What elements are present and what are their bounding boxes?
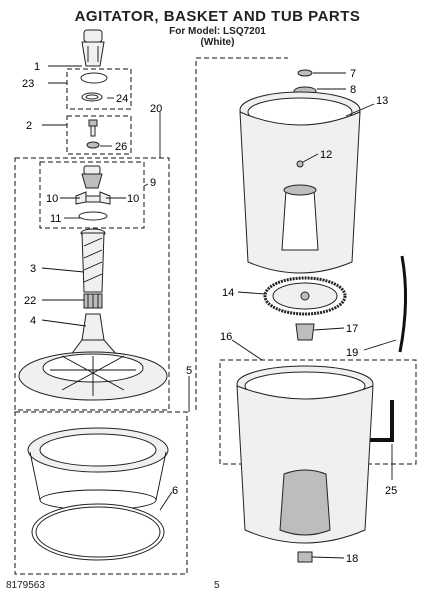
callout-3: 3 (30, 263, 36, 275)
callout-9: 9 (150, 177, 156, 189)
agitator-seal (80, 72, 108, 84)
callout-1: 1 (34, 61, 40, 73)
drain-elbow (370, 400, 394, 442)
callout-10-left: 10 (46, 193, 58, 205)
group-box-2 (66, 115, 132, 155)
agitator-base (18, 313, 168, 401)
callout-2: 2 (26, 120, 32, 132)
callout-16: 16 (220, 331, 232, 343)
tub-nut (297, 551, 313, 563)
group-box-20 (14, 157, 170, 411)
drive-spline (83, 293, 103, 309)
agitator-bolt (88, 119, 98, 137)
balance-ring (27, 427, 169, 511)
group-box-23 (66, 68, 132, 110)
page-title: AGITATOR, BASKET AND TUB PARTS (74, 8, 361, 25)
drive-block (295, 323, 315, 341)
agitator-auger (80, 228, 106, 293)
group-box-5 (14, 411, 188, 575)
agitator-cam-assembly (75, 165, 111, 221)
callout-14: 14 (222, 287, 234, 299)
callout-26: 26 (115, 141, 127, 153)
model-subtitle: For Model: LSQ7201 (169, 26, 266, 37)
callout-24: 24 (116, 93, 128, 105)
agitator-cap (81, 29, 105, 67)
callout-18: 18 (346, 553, 358, 565)
group-box-16 (219, 359, 417, 465)
callout-25: 25 (385, 485, 397, 497)
callout-13: 13 (376, 95, 388, 107)
spin-basket (239, 91, 361, 274)
outer-tub (236, 365, 374, 544)
document-number: 8179563 (6, 580, 45, 591)
color-note: (White) (200, 37, 235, 48)
callout-23: 23 (22, 78, 34, 90)
callout-12: 12 (320, 149, 332, 161)
group-box-9 (39, 161, 145, 229)
pressure-hose (398, 255, 408, 353)
page-number: 5 (214, 580, 220, 591)
basket-group-line (195, 57, 288, 410)
callout-6: 6 (172, 485, 178, 497)
callout-17: 17 (346, 323, 358, 335)
callout-20: 20 (150, 103, 162, 115)
leader-lines (41, 65, 397, 559)
callout-10-right: 10 (127, 193, 139, 205)
callout-19: 19 (346, 347, 358, 359)
bolt-washer (86, 141, 100, 149)
callout-8: 8 (350, 84, 356, 96)
callout-11: 11 (50, 213, 61, 225)
callout-5: 5 (186, 365, 192, 377)
callout-7: 7 (350, 68, 356, 80)
callout-4: 4 (30, 315, 36, 327)
hub-nut (297, 69, 313, 77)
callout-22: 22 (24, 295, 36, 307)
basket-drive-gear (263, 276, 347, 316)
